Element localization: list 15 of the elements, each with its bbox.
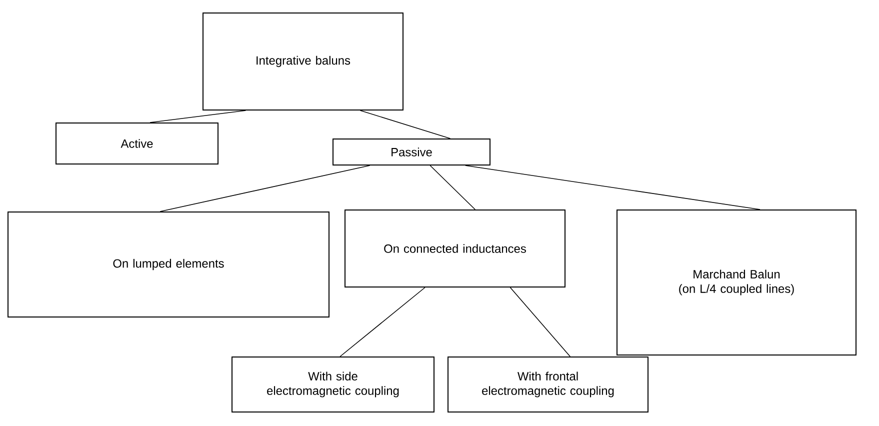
connector-line — [360, 110, 451, 139]
connector-line — [340, 287, 426, 357]
box: On connected inductances — [344, 210, 566, 288]
connector-line — [464, 165, 760, 210]
connector-line — [430, 165, 476, 210]
connector-line — [150, 110, 246, 123]
box: On lumped elements — [8, 212, 330, 318]
box: Marchand Balun (on L/4 coupled lines) — [616, 210, 856, 356]
connector-line — [160, 165, 370, 212]
connector-line — [510, 287, 571, 357]
box: With frontal electromagnetic coupling — [448, 356, 648, 412]
box: Active — [56, 122, 218, 164]
box: Integrative baluns — [202, 12, 404, 110]
box: Passive — [332, 138, 490, 166]
box: With side electromagnetic coupling — [232, 356, 434, 412]
